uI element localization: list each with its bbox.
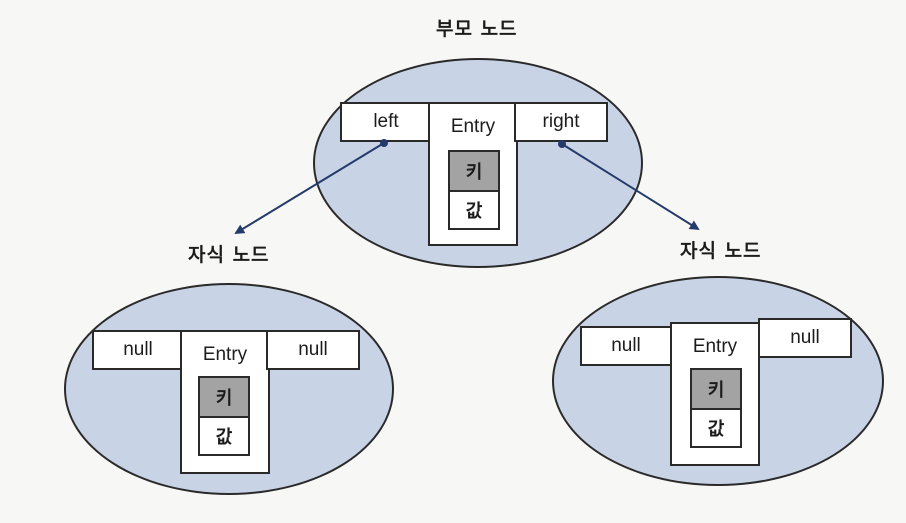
right-child-key-cell: 키 bbox=[690, 368, 742, 410]
parent-key-cell: 키 bbox=[448, 150, 500, 192]
right-child-right-field: null bbox=[758, 318, 852, 358]
parent-value-cell: 값 bbox=[448, 190, 500, 230]
right-pointer-origin-dot bbox=[558, 140, 566, 148]
left-pointer-origin-dot bbox=[380, 139, 388, 147]
left-child-right-field: null bbox=[266, 330, 360, 370]
right-child-heading: 자식 노드 bbox=[680, 240, 762, 262]
left-child-value-cell: 값 bbox=[198, 416, 250, 456]
left-child-heading: 자식 노드 bbox=[188, 244, 270, 266]
left-child-left-field: null bbox=[92, 330, 184, 370]
left-pointer-arrow bbox=[234, 142, 385, 235]
right-pointer-arrow bbox=[561, 143, 700, 231]
right-child-left-field: null bbox=[580, 326, 672, 366]
parent-node-heading: 부모 노드 bbox=[436, 18, 518, 40]
right-child-value-cell: 값 bbox=[690, 408, 742, 448]
